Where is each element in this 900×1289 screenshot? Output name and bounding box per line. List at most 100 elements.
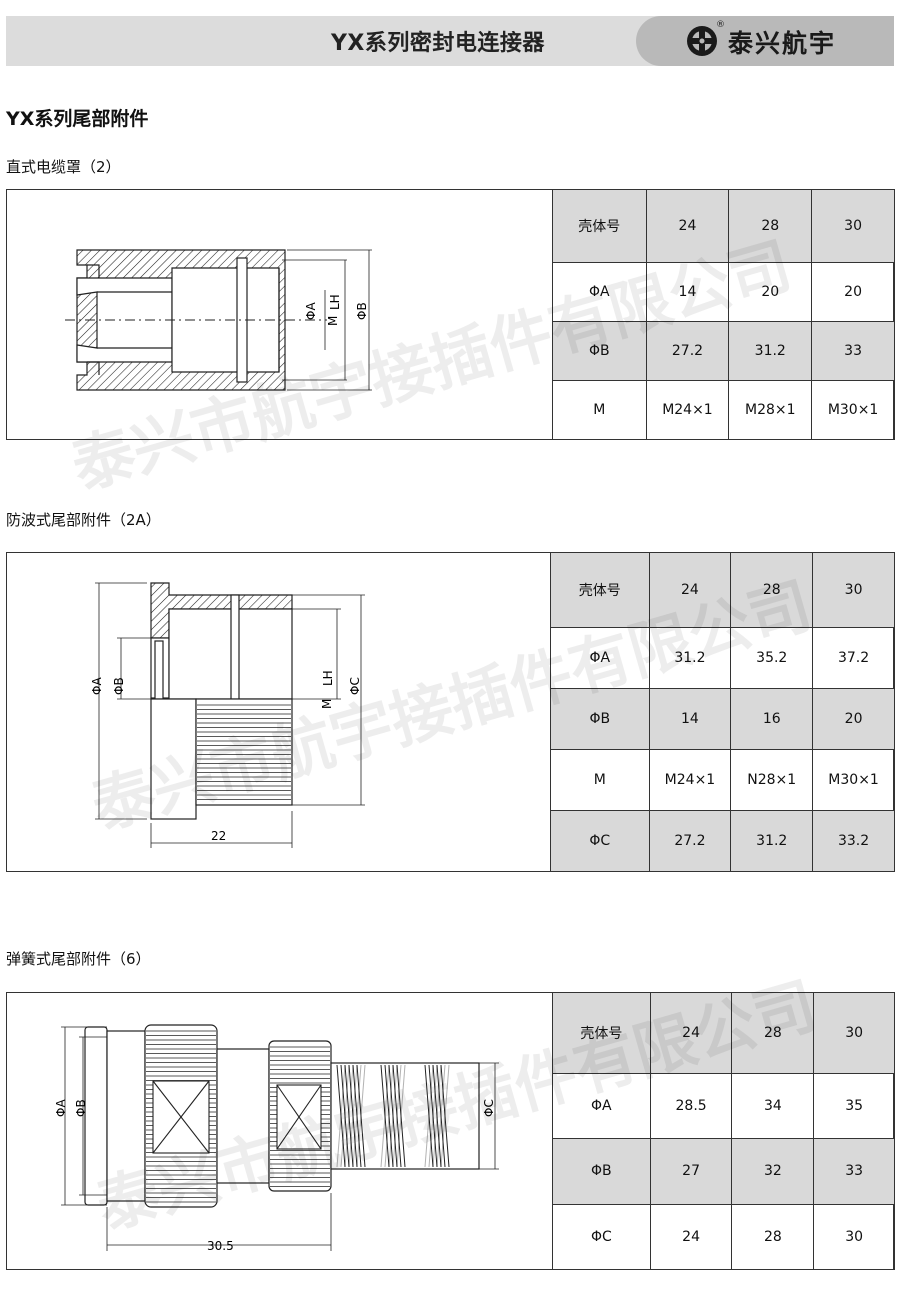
spring-coil <box>340 1064 350 1168</box>
table-cell: 35.2 <box>730 627 814 690</box>
table-row: ΦB 14 16 20 <box>550 688 895 751</box>
table-cell: 壳体号 <box>552 189 647 263</box>
table-cell: ΦA <box>552 1072 651 1140</box>
table-cell: 24 <box>649 1203 733 1271</box>
part2-subtitle: 防波式尾部附件（2A） <box>6 511 161 529</box>
table-cell: N28×1 <box>730 749 814 812</box>
table-cell: 31.2 <box>728 320 813 381</box>
spring-coil <box>380 1064 390 1168</box>
table-cell: 27 <box>649 1138 733 1205</box>
table-cell: 30 <box>811 189 895 263</box>
part3-drawing: ΦA ΦB ΦC 30.5 <box>54 1024 499 1253</box>
part1-label-lh: LH <box>328 294 342 310</box>
part2-label-lh: LH <box>321 670 335 686</box>
spring-coil <box>384 1064 394 1168</box>
spring-coil <box>336 1064 346 1168</box>
spring-coil <box>388 1064 398 1168</box>
table-cell: 24 <box>649 992 733 1074</box>
table-cell: 16 <box>730 688 814 751</box>
table-cell: 33 <box>811 320 895 381</box>
table-cell: 28 <box>731 992 815 1074</box>
table-cell: M28×1 <box>728 379 813 441</box>
spring-coil <box>424 1064 434 1168</box>
part3-subtitle: 弹簧式尾部附件（6） <box>6 950 151 968</box>
part3-panel: ΦA ΦB ΦC 30.5 壳体号 24 28 30 ΦA 28.5 34 35… <box>6 992 895 1271</box>
part1-label-b: ΦB <box>355 302 369 320</box>
table-cell: ΦA <box>550 627 650 690</box>
table-row: M M24×1 N28×1 M30×1 <box>550 749 895 812</box>
part2-panel: ΦA ΦB M LH ΦC 22 壳体号 24 28 30 ΦA 31.2 35… <box>6 551 895 872</box>
table-cell: 30 <box>813 992 895 1074</box>
table-row: ΦB 27.2 31.2 33 <box>552 320 895 381</box>
brand-name: 泰兴航宇 <box>728 29 837 58</box>
table-cell: 31.2 <box>648 627 732 690</box>
part3-label-b: ΦB <box>74 1099 88 1117</box>
table-row: M M24×1 M28×1 M30×1 <box>552 379 895 441</box>
spring-coil <box>436 1064 446 1168</box>
spring-coil <box>336 1064 346 1168</box>
table-cell: 28 <box>731 1203 815 1271</box>
table-row: 壳体号 24 28 30 <box>552 189 895 263</box>
table-cell: M24×1 <box>645 379 730 441</box>
table-row: ΦC 27.2 31.2 33.2 <box>550 810 895 872</box>
part2-label-a: ΦA <box>90 677 104 695</box>
spring-coil <box>424 1064 434 1168</box>
registered-mark: ® <box>716 20 725 30</box>
part2-label-c: ΦC <box>348 677 362 695</box>
table-cell: 28 <box>728 189 813 263</box>
table-cell: 20 <box>811 261 895 322</box>
spring-coil <box>352 1064 362 1168</box>
spring-coil <box>436 1064 446 1168</box>
table-cell: 14 <box>648 688 732 751</box>
spring-coil <box>356 1064 366 1168</box>
table-cell: 14 <box>645 261 730 322</box>
table-cell: 28.5 <box>649 1072 733 1140</box>
table-cell: 31.2 <box>730 810 814 872</box>
part2-drawing: ΦA ΦB M LH ΦC 22 <box>90 582 365 848</box>
table-cell: ΦC <box>552 1203 651 1271</box>
spring-coil <box>428 1064 438 1168</box>
spring-coil <box>432 1064 442 1168</box>
spring-coil <box>432 1064 442 1168</box>
table-cell: 32 <box>731 1138 815 1205</box>
table-cell: 33 <box>813 1138 895 1205</box>
table-row: 壳体号 24 28 30 <box>550 551 895 629</box>
table-cell: M30×1 <box>811 379 895 441</box>
table-cell: ΦB <box>550 688 650 751</box>
table-cell: 30 <box>812 551 895 629</box>
spring-coil <box>396 1064 406 1168</box>
part3-label-a: ΦA <box>54 1099 68 1117</box>
table-cell: M30×1 <box>812 749 895 812</box>
section-title: YX系列尾部附件 <box>6 108 149 130</box>
spring-coil <box>392 1064 402 1168</box>
table-cell: ΦB <box>552 1138 651 1205</box>
table-cell: ΦA <box>552 261 647 322</box>
table-cell: 28 <box>730 551 814 629</box>
part1-subtitle: 直式电缆罩（2） <box>6 158 121 176</box>
table-cell: 27.2 <box>645 320 730 381</box>
table-cell: ΦC <box>550 810 650 872</box>
table-cell: 30 <box>813 1203 895 1271</box>
spring-coil <box>348 1064 358 1168</box>
table-row: ΦA 14 20 20 <box>552 261 895 322</box>
spring-coil <box>440 1064 450 1168</box>
table-cell: 35 <box>813 1072 895 1140</box>
table-cell: 20 <box>812 688 895 751</box>
table-row: ΦB 27 32 33 <box>552 1138 895 1205</box>
spring-coil <box>440 1064 450 1168</box>
spring-coil <box>340 1064 350 1168</box>
part3-label-c: ΦC <box>482 1099 496 1117</box>
part1-label-m: M <box>326 316 340 326</box>
table-cell: 24 <box>645 189 730 263</box>
part1-label-a: ΦA <box>304 302 318 320</box>
spring-coil <box>384 1064 394 1168</box>
part1-spec-table: 壳体号 24 28 30 ΦA 14 20 20 ΦB 27.2 31.2 33… <box>552 189 895 441</box>
part1-drawing: ΦA M LH ΦB <box>65 249 372 391</box>
part3-spec-table: 壳体号 24 28 30 ΦA 28.5 34 35 ΦB 27 32 33 Φ… <box>552 992 895 1271</box>
part2-label-dim: 22 <box>211 829 226 843</box>
spring-coil <box>380 1064 390 1168</box>
table-cell: 壳体号 <box>552 992 651 1074</box>
table-cell: ΦB <box>552 320 647 381</box>
table-row: ΦC 24 28 30 <box>552 1203 895 1271</box>
part2-spec-table: 壳体号 24 28 30 ΦA 31.2 35.2 37.2 ΦB 14 16 … <box>550 551 895 872</box>
